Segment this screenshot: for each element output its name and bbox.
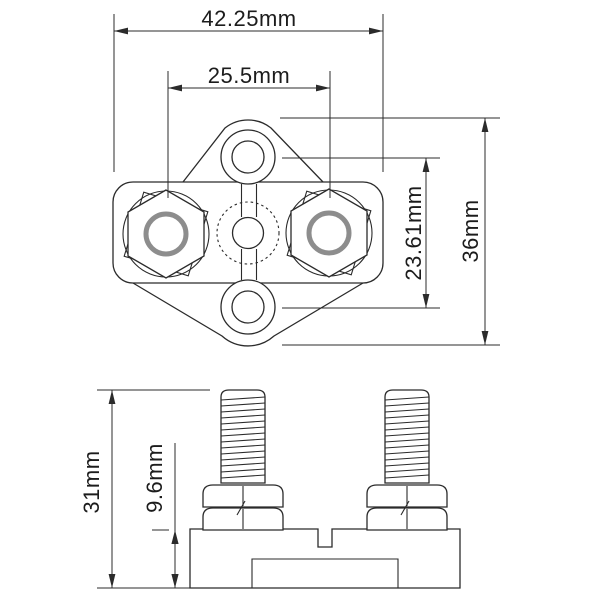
dim-stud-spacing: 25.5mm [167,63,331,198]
dim-hole-spacing: 23.61mm [282,157,440,309]
top-hole [231,140,265,174]
center-stud-hole [231,216,265,250]
hole-spacing-label: 23.61mm [401,185,426,280]
base-height-arrow-up [171,530,179,544]
stud-spacing-label: 25.5mm [208,63,290,88]
top-tab-outline [182,119,324,183]
right-stud-nut [285,188,373,278]
base-recess [251,558,399,588]
dim-overall-width: 42.25mm [113,6,384,172]
mounting-plate-outline [132,119,364,347]
center-stud [216,201,280,265]
top-hole-boss [220,129,276,185]
left-stud-nut [122,189,210,279]
dim-overall-height: 36mm [280,117,500,346]
overall-width-label: 42.25mm [201,6,296,31]
top-view: 42.25mm 25.5mm 23.61mm 36mm [112,6,500,347]
left-stud-threads [220,396,266,479]
base-height-arrow-down [171,574,179,588]
left-threaded-stud [202,389,284,531]
dim-side-overall-height: 31mm [79,389,210,589]
overall-height-label: 36mm [458,199,483,262]
right-stud-nuts-side [366,484,448,531]
right-threaded-stud [366,389,448,531]
dim-base-height: 9.6mm [142,443,179,588]
side-overall-height-label: 31mm [79,450,104,513]
left-stud-nuts-side [202,484,284,531]
center-slot-ribs [240,184,258,280]
bottom-tab-outline [132,282,364,347]
bottom-hole [231,290,265,324]
base-height-label: 9.6mm [142,443,167,513]
center-stud-hidden-circle [216,201,280,265]
bottom-mounting-hole [220,279,276,335]
right-stud-ring [306,210,352,256]
left-stud-ring [143,211,189,257]
side-view: 31mm 9.6mm [79,389,461,589]
bottom-hole-boss [220,279,276,335]
right-stud-threads [384,396,430,479]
top-mounting-hole [220,129,276,185]
